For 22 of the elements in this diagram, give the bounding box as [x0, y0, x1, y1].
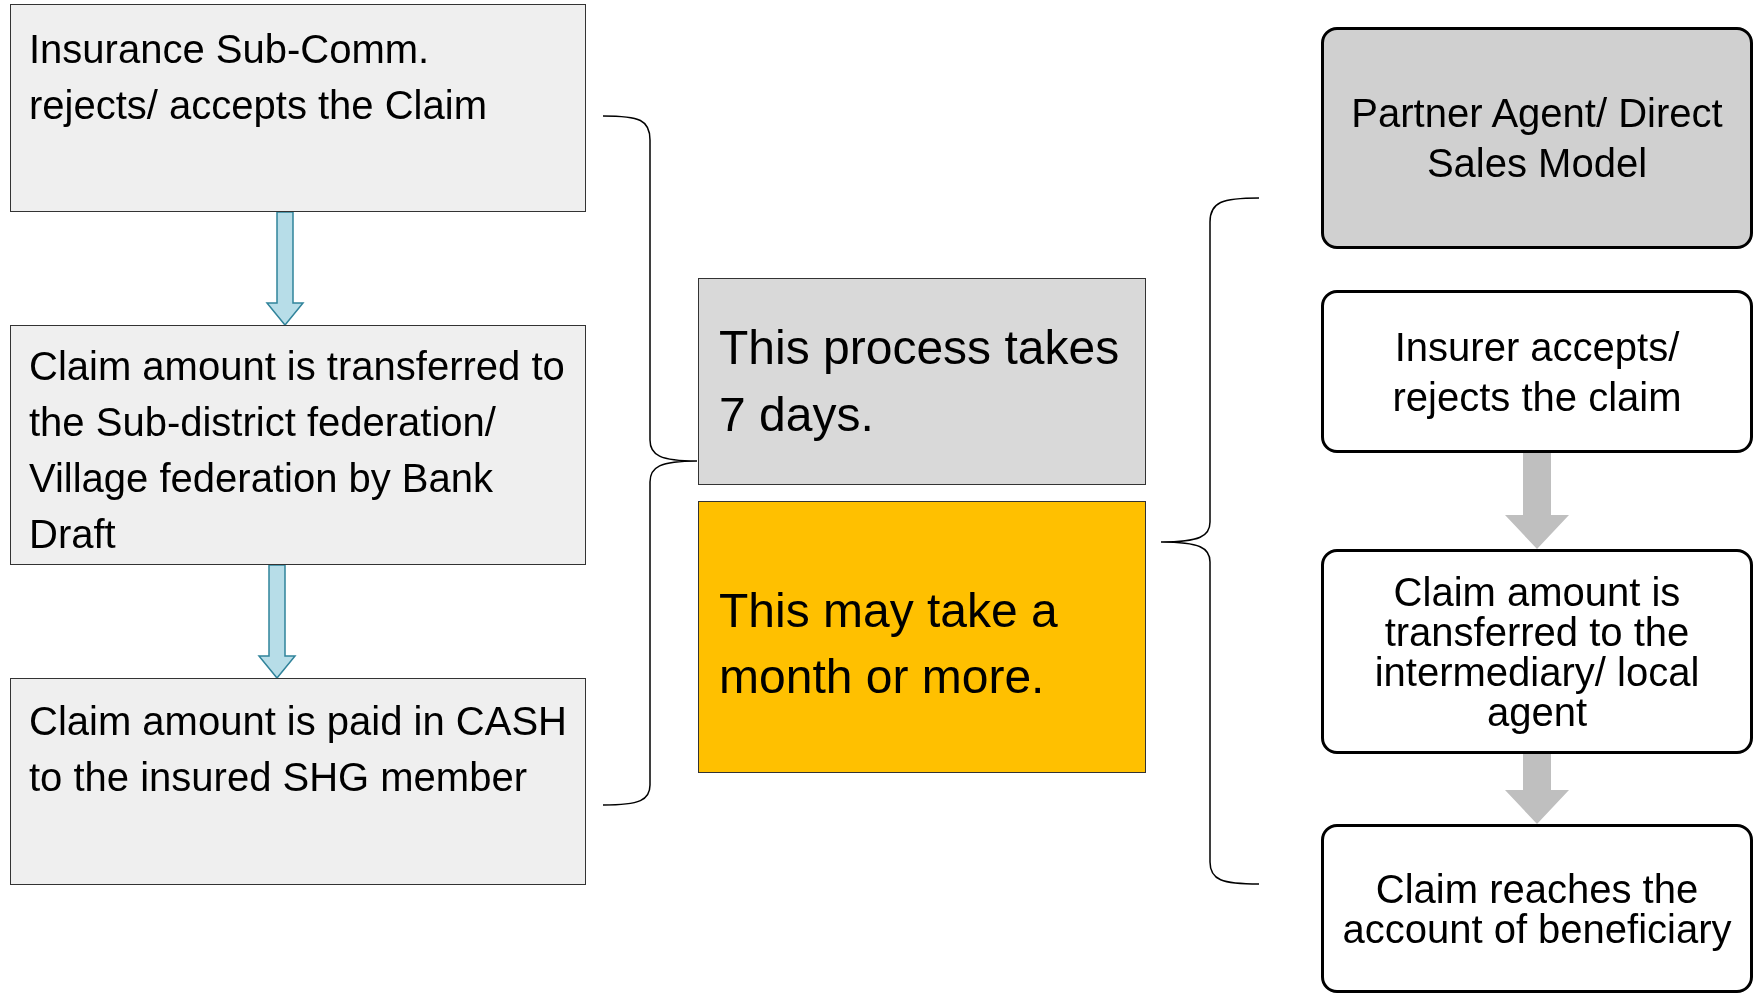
box-text: This process takes 7 days.: [719, 320, 1121, 443]
process-box: [1321, 290, 1753, 453]
process-box: [1321, 27, 1753, 249]
block-arrow: [1505, 754, 1569, 824]
box-text: Partner Agent/ Direct Sales Model: [1350, 90, 1724, 187]
block-arrow: [1505, 453, 1569, 549]
box-text: Claim amount is transferred to the Sub-district federation/ Village federation by Bank Draft: [29, 343, 566, 558]
block-arrow: [265, 211, 305, 327]
process-box: [10, 4, 586, 212]
box-text: Insurer accepts/ rejects the claim: [1391, 323, 1683, 421]
box-text: Claim amount is transferred to the intermediary/ local agent: [1373, 571, 1701, 732]
box-text: Claim reaches the account of beneficiary: [1341, 868, 1733, 949]
process-box: [1321, 549, 1753, 754]
process-box: [698, 278, 1146, 485]
process-box: [10, 678, 586, 885]
process-box: [1321, 824, 1753, 993]
box-text: This may take a month or more.: [719, 583, 1059, 706]
block-arrow: [257, 564, 297, 680]
process-box: [10, 325, 586, 565]
box-text: Insurance Sub-Comm. rejects/ accepts the Claim: [29, 26, 488, 129]
process-box: [698, 501, 1146, 773]
box-text: Claim amount is paid in CASH to the insured SHG member: [29, 698, 567, 801]
